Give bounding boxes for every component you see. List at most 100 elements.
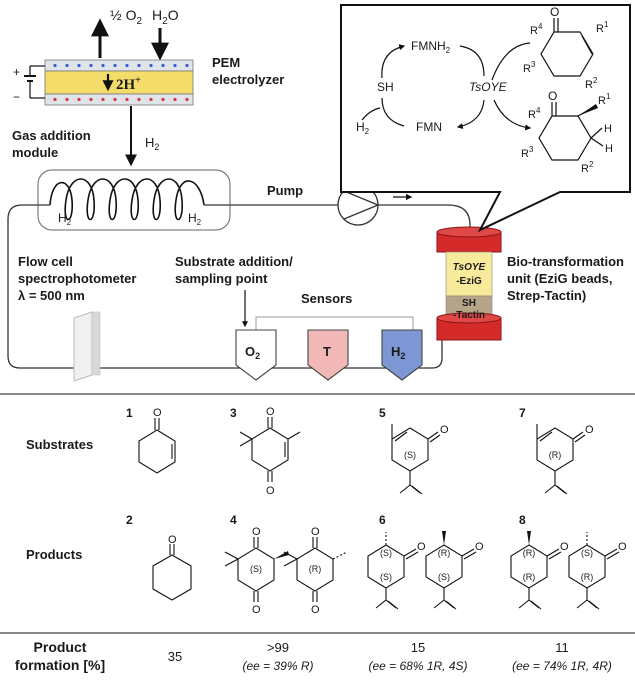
product-r3: R <box>521 148 529 160</box>
product-o: O <box>548 89 557 103</box>
flow-loop-tubing <box>7 204 443 369</box>
formation-value: 35 <box>168 649 182 664</box>
svg-text:H2: H2 <box>356 120 370 136</box>
bio-label-3: Strep-Tactin) <box>507 288 586 303</box>
cycle-h2: H <box>356 120 365 134</box>
sensor-o2-sub: 2 <box>255 351 260 361</box>
pem-electrolyzer: 2H+ <box>44 59 194 106</box>
o-atom: O <box>440 424 449 436</box>
product-sup1: 1 <box>606 92 611 101</box>
o-atom: O <box>585 424 594 436</box>
enone-r1: R <box>596 23 604 35</box>
compound-number: 3 <box>230 406 237 420</box>
cycle-callout-box <box>340 4 631 233</box>
stereo-label: (S) <box>581 548 593 558</box>
column-sh: SH <box>462 298 476 309</box>
svg-text:H2: H2 <box>391 344 405 361</box>
enone-sup1: 1 <box>604 20 609 29</box>
sensors-bracket <box>255 316 414 330</box>
cycle-arrows <box>361 42 532 131</box>
compound-number: 2 <box>126 513 133 527</box>
h2o-label-o: O <box>168 7 179 23</box>
compound-number: 6 <box>379 513 386 527</box>
substrate-label-1: Substrate addition/ <box>175 254 293 269</box>
stereo-label: (R) <box>581 572 594 582</box>
o-atom: O <box>311 526 320 538</box>
coil-h2-left: H <box>58 211 67 225</box>
flow-loop-top <box>204 204 471 232</box>
o-atom: O <box>252 604 261 616</box>
gas-module-label-2: module <box>12 145 58 160</box>
o-atom: O <box>168 534 177 546</box>
product-wedge <box>578 104 598 116</box>
formation-ee: (ee = 68% 1R, 4S) <box>368 659 467 673</box>
svg-text:H2: H2 <box>188 211 202 227</box>
o2-label: ½ O <box>110 7 137 23</box>
o-atom: O <box>475 541 484 553</box>
enone-structure <box>540 18 594 77</box>
svg-text:½ O2: ½ O2 <box>110 7 142 27</box>
svg-text:R4: R4 <box>528 106 541 121</box>
product-r2: R <box>581 163 589 175</box>
svg-text:R2: R2 <box>581 160 594 175</box>
svg-text:R1: R1 <box>598 92 611 107</box>
substrates-label: Substrates <box>26 437 93 452</box>
stereo-label: (S) <box>404 450 416 460</box>
formation-ee: (ee = 39% R) <box>242 659 313 673</box>
biotransformation-column <box>436 226 502 341</box>
structure-8a <box>510 544 562 610</box>
svg-text:H2: H2 <box>58 211 72 227</box>
o2-sub: 2 <box>136 16 142 27</box>
sensor-h2-label: H <box>391 344 400 359</box>
stereo-label: (R) <box>309 564 322 574</box>
enone-r2: R <box>585 79 593 91</box>
product-r4: R <box>528 109 536 121</box>
minus-sign: − <box>13 90 20 104</box>
product-r1: R <box>598 95 606 107</box>
flowcell-label-2: spectrophotometer <box>18 271 136 286</box>
stereo-label: (R) <box>523 548 536 558</box>
formation-value: 11 <box>555 640 569 655</box>
o-atom: O <box>560 541 569 553</box>
wedge-bond <box>442 531 446 545</box>
cycle-tsoye: TsOYE <box>469 80 508 94</box>
compound-number: 7 <box>519 406 526 420</box>
o-atom: O <box>417 541 426 553</box>
enone-r4: R <box>530 25 538 37</box>
proton-sup: + <box>135 75 141 86</box>
stereo-label: (S) <box>250 564 262 574</box>
h2-feed-label: H <box>145 135 154 150</box>
flowcell-label-1: Flow cell <box>18 254 73 269</box>
compound-number: 5 <box>379 406 386 420</box>
cycle-fmn: FMN <box>416 120 442 134</box>
gas-addition-coil <box>37 169 231 231</box>
o-atom: O <box>618 541 627 553</box>
enone-o: O <box>550 5 559 19</box>
structure-3 <box>239 417 301 482</box>
cycle-fmnh2-sub: 2 <box>446 46 451 55</box>
pump-icon <box>337 184 380 226</box>
product-sup3: 3 <box>529 145 534 154</box>
structure-8b <box>568 532 620 610</box>
o-atom: O <box>311 604 320 616</box>
product-h1: H <box>604 123 612 135</box>
o-atom: O <box>252 526 261 538</box>
column-ezig: -EziG <box>456 276 482 287</box>
structure-5 <box>391 424 441 495</box>
structure-7 <box>536 424 586 495</box>
flowcell-label-3: λ = 500 nm <box>18 288 85 303</box>
svg-text:R4: R4 <box>530 22 543 37</box>
formation-value: >99 <box>267 640 289 655</box>
structure-4-r <box>283 537 348 602</box>
coil-h2-right: H <box>188 211 197 225</box>
pem-label-1: PEM <box>212 55 240 70</box>
sensor-t-label: T <box>323 344 331 359</box>
structure-6a <box>367 532 419 610</box>
stereo-label: (S) <box>380 548 392 558</box>
formation-value: 15 <box>411 640 425 655</box>
bio-label-1: Bio-transformation <box>507 254 624 269</box>
compound-number: 1 <box>126 406 133 420</box>
o-atom: O <box>266 406 275 418</box>
products-label: Products <box>26 547 82 562</box>
svg-text:R3: R3 <box>523 60 536 75</box>
